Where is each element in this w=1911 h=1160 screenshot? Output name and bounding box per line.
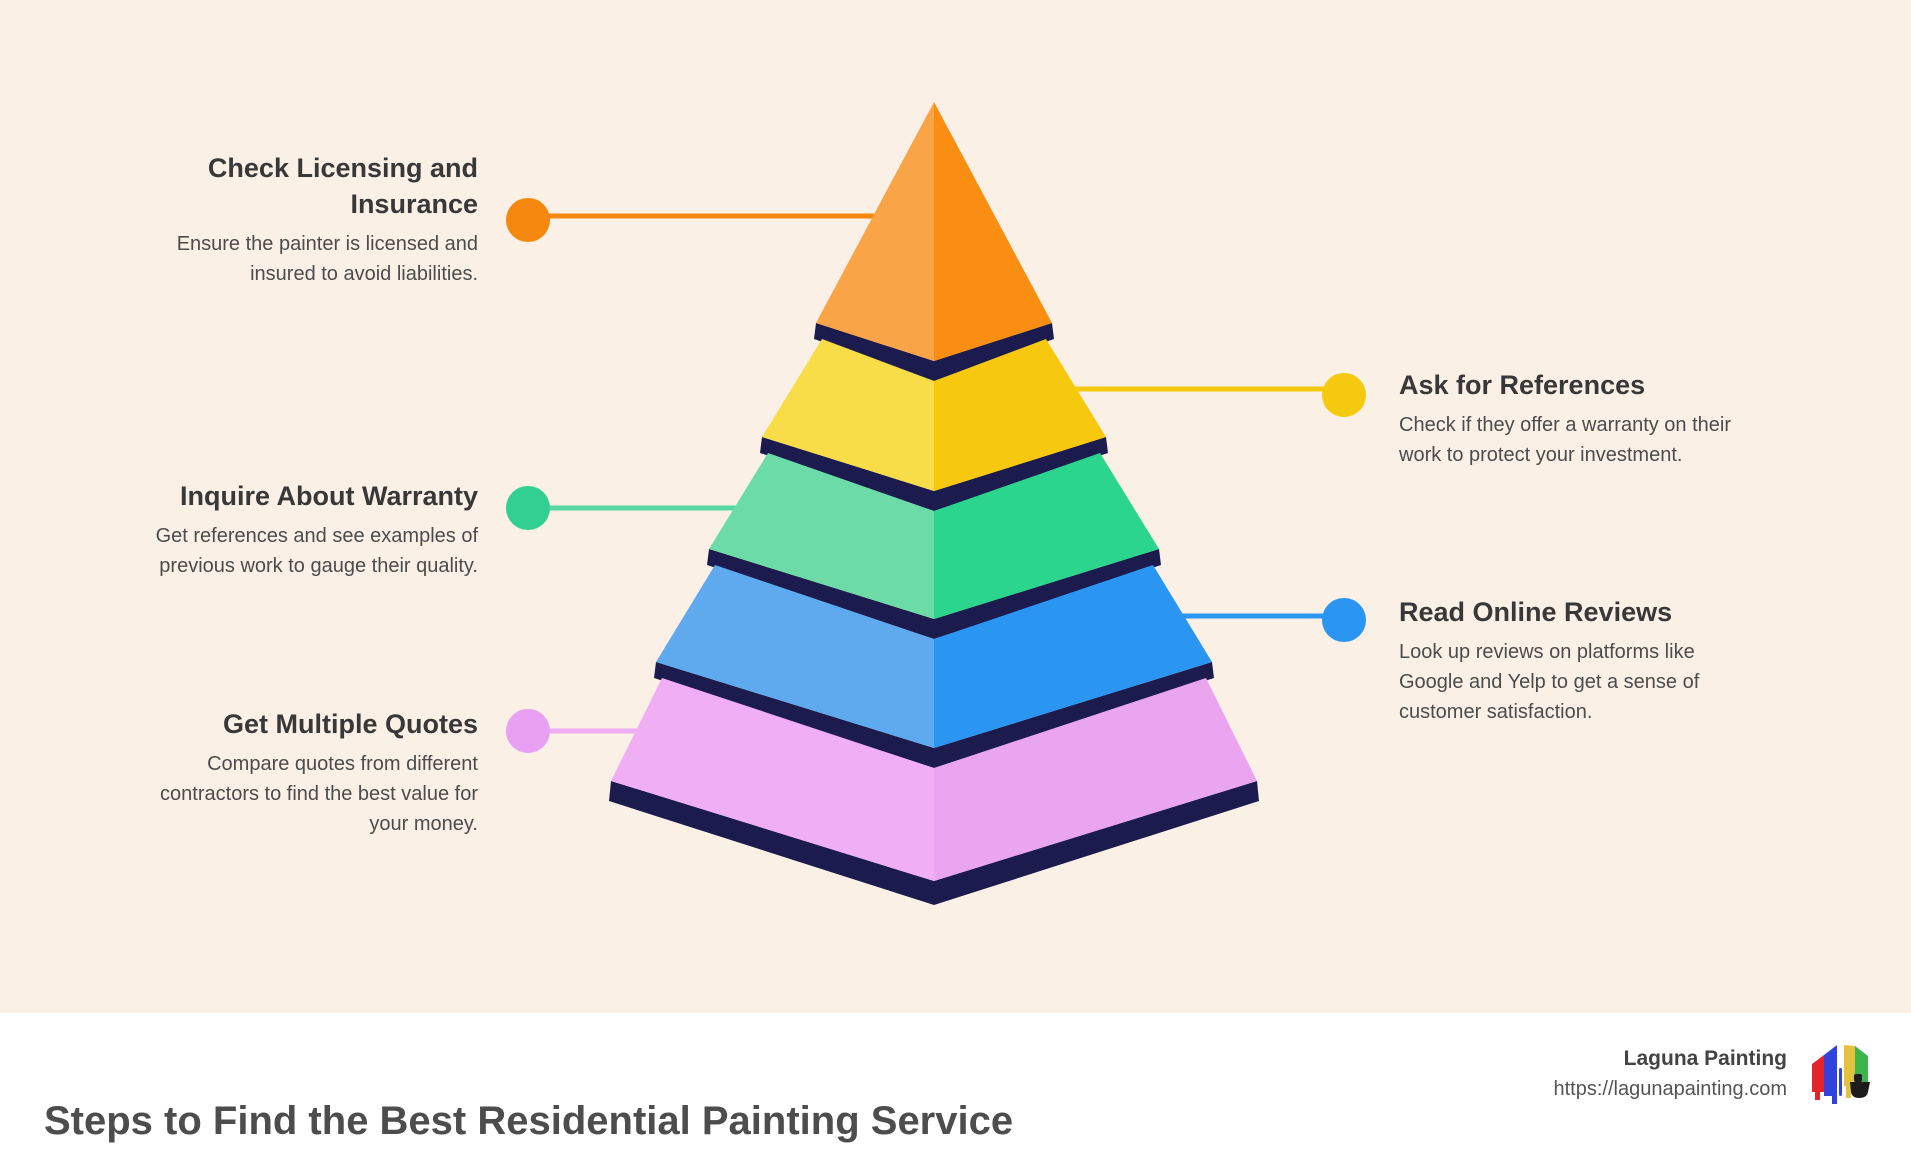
callout-read-reviews: Read Online Reviews Look up reviews on p… bbox=[1399, 594, 1749, 727]
pyramid-band-2 bbox=[760, 437, 1108, 511]
tier-read-reviews-right-face bbox=[934, 565, 1212, 748]
step-title-get-quotes: Get Multiple Quotes bbox=[222, 709, 478, 739]
tier-inquire-warranty-left-face bbox=[709, 453, 934, 619]
logo-blue-drip bbox=[1839, 1068, 1842, 1096]
step-description-get-quotes: Compare quotes from different contractor… bbox=[160, 753, 478, 835]
callout-inquire-warranty: Inquire About Warranty Get references an… bbox=[148, 478, 478, 581]
callout-get-quotes: Get Multiple Quotes Compare quotes from … bbox=[128, 706, 478, 839]
brand-block: Laguna Painting https://lagunapainting.c… bbox=[1554, 1046, 1788, 1101]
callout-ask-references: Ask for References Check if they offer a… bbox=[1399, 367, 1749, 470]
logo-green-stripe bbox=[1855, 1046, 1868, 1082]
page-title: Steps to Find the Best Residential Paint… bbox=[44, 1099, 1014, 1143]
connector-dot-ask-references bbox=[1322, 373, 1366, 417]
connector-dot-inquire-warranty bbox=[506, 486, 550, 530]
connector-dot-check-licensing bbox=[506, 198, 550, 242]
connector-dot-get-quotes bbox=[506, 709, 550, 753]
step-title-ask-references: Ask for References bbox=[1399, 370, 1646, 400]
tier-inquire-warranty-right-face bbox=[934, 453, 1159, 619]
brand-url: https://lagunapainting.com bbox=[1553, 1078, 1788, 1100]
logo-red-stripe bbox=[1812, 1055, 1824, 1100]
logo-brush-handle bbox=[1854, 1074, 1862, 1082]
pyramid-band-1 bbox=[814, 323, 1054, 381]
logo-blue-stripe bbox=[1824, 1045, 1837, 1104]
tier-read-reviews-left-face bbox=[656, 565, 934, 748]
tier-get-quotes-left-face bbox=[611, 678, 934, 881]
step-description-check-licensing: Ensure the painter is licensed and insur… bbox=[176, 233, 478, 285]
tier-get-quotes-right-face bbox=[934, 678, 1257, 881]
tier-ask-references-left-face bbox=[762, 339, 934, 491]
footer-bar bbox=[0, 1013, 1911, 1160]
callout-check-licensing: Check Licensing and Insurance Ensure the… bbox=[128, 150, 478, 289]
connector-dot-read-reviews bbox=[1322, 598, 1366, 642]
step-title-inquire-warranty: Inquire About Warranty bbox=[179, 481, 478, 511]
tier-ask-references-right-face bbox=[934, 339, 1106, 491]
laguna-painting-logo bbox=[1812, 1045, 1870, 1104]
tier-check-licensing-left-face bbox=[816, 102, 934, 361]
step-title-read-reviews: Read Online Reviews bbox=[1399, 597, 1673, 627]
logo-brush-head bbox=[1850, 1082, 1870, 1098]
step-description-inquire-warranty: Get references and see examples of previ… bbox=[155, 525, 478, 577]
tier-check-licensing-right-face bbox=[934, 102, 1052, 361]
step-description-ask-references: Check if they offer a warranty on their … bbox=[1399, 414, 1732, 466]
step-title-check-licensing: Check Licensing and Insurance bbox=[207, 153, 478, 219]
step-description-read-reviews: Look up reviews on platforms like Google… bbox=[1399, 641, 1700, 723]
brand-name: Laguna Painting bbox=[1623, 1047, 1787, 1070]
